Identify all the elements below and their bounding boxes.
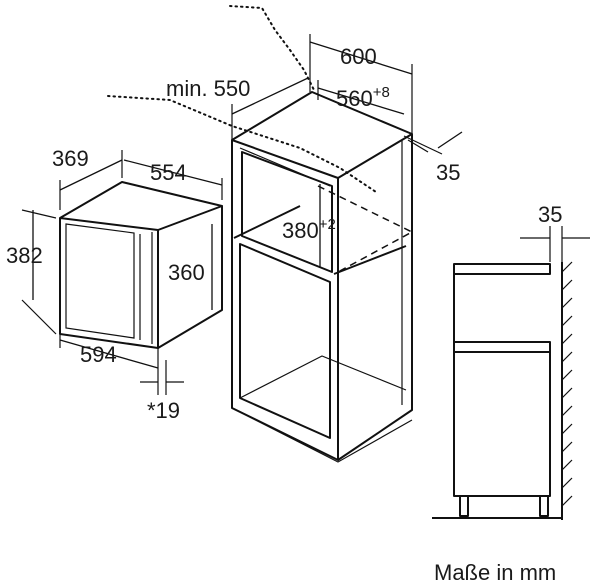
wall-hatching bbox=[561, 261, 573, 507]
cabinet-niche-height-label: 380+2 bbox=[282, 216, 336, 243]
microwave-height-inner-label: 360 bbox=[168, 260, 205, 285]
microwave-height-outer-label: 382 bbox=[6, 243, 43, 268]
side-view-gap-label: 35 bbox=[538, 202, 562, 227]
cabinet-niche-height-value: 380 bbox=[282, 218, 319, 243]
wall-reference-lines bbox=[107, 5, 377, 193]
microwave-width-front-label: 594 bbox=[80, 342, 117, 367]
microwave-width-top-label: 554 bbox=[150, 160, 187, 185]
microwave-dimension-lines bbox=[21, 150, 223, 395]
cabinet-drawing bbox=[231, 91, 414, 463]
cabinet-niche-width-tolerance: +8 bbox=[373, 84, 390, 101]
cabinet-min-depth-label: min. 550 bbox=[166, 76, 250, 101]
units-note: Maße in mm bbox=[434, 560, 556, 585]
cabinet-outer-width-label: 600 bbox=[340, 44, 377, 69]
cabinet-niche-width-value: 560 bbox=[336, 86, 373, 111]
microwave-depth-label: 369 bbox=[52, 146, 89, 171]
cabinet-niche-width-label: 560+8 bbox=[336, 84, 390, 111]
cabinet-dimension-lines bbox=[231, 34, 463, 268]
microwave-offset-label: *19 bbox=[147, 398, 180, 423]
cabinet-side-gap-label: 35 bbox=[436, 160, 460, 185]
cabinet-niche-height-tolerance: +2 bbox=[319, 216, 336, 233]
side-view-drawing bbox=[432, 226, 590, 520]
